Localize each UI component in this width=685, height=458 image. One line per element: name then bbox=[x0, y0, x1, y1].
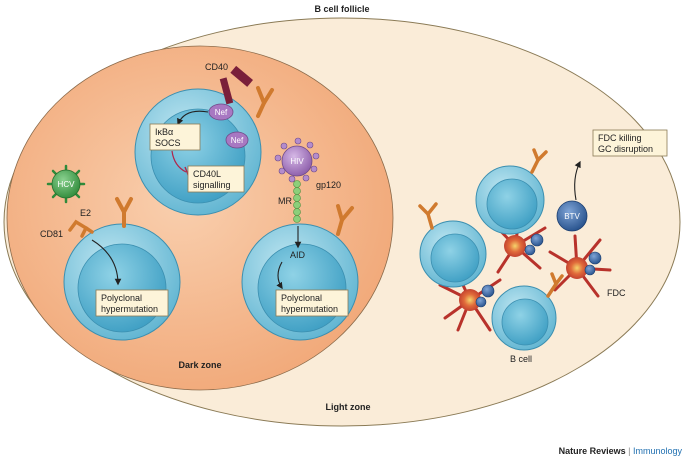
bcr-hcv-cell bbox=[115, 197, 133, 228]
mannose-receptor bbox=[293, 180, 301, 223]
hcv-label: HCV bbox=[58, 180, 76, 189]
nef-arrow bbox=[177, 110, 209, 126]
inhibition-line bbox=[171, 150, 187, 173]
ikba-socs-box bbox=[149, 123, 201, 151]
hcv-box-line1: Polyclonal bbox=[101, 293, 142, 303]
nef-label-2: Nef bbox=[231, 136, 244, 145]
cd40-b-cell bbox=[134, 88, 262, 216]
fdc-killing-line1: FDC killing bbox=[598, 133, 642, 143]
hcv-signal-arrow bbox=[91, 239, 122, 286]
btv-arrow bbox=[574, 160, 581, 201]
hiv-label: HIV bbox=[290, 157, 304, 166]
gp120-label: gp120 bbox=[316, 180, 341, 190]
btv-virus bbox=[556, 200, 588, 232]
btv-label: BTV bbox=[564, 212, 580, 221]
nef-protein-2 bbox=[225, 131, 249, 149]
hiv-b-cell bbox=[241, 223, 359, 341]
b-cell-cluster bbox=[419, 165, 557, 351]
hiv-box-line1: Polyclonal bbox=[281, 293, 322, 303]
aid-arrow bbox=[276, 261, 283, 290]
ikba-label: IκBα bbox=[155, 127, 173, 137]
cd40l-label: CD40L bbox=[193, 169, 221, 179]
fdc-killing-box bbox=[592, 129, 668, 157]
hcv-b-cell bbox=[63, 223, 181, 341]
cd40-label: CD40 bbox=[205, 62, 228, 72]
bcr-hiv-cell bbox=[336, 204, 354, 236]
hcv-virus bbox=[46, 164, 86, 204]
e2-label: E2 bbox=[80, 208, 91, 218]
fdc-cells bbox=[459, 235, 588, 311]
follicle-title: B cell follicle bbox=[314, 4, 369, 14]
hcv-hypermutation-box bbox=[95, 289, 169, 317]
socs-label: SOCS bbox=[155, 138, 181, 148]
light-zone-label: Light zone bbox=[326, 402, 371, 412]
journal-credit: Nature Reviews | Immunology bbox=[559, 446, 683, 456]
dark-zone-label: Dark zone bbox=[178, 360, 221, 370]
cd40-receptor bbox=[219, 65, 253, 105]
hiv-hypermutation-box bbox=[275, 289, 349, 317]
fdc-label: FDC bbox=[607, 288, 626, 298]
signalling-label: signalling bbox=[193, 180, 231, 190]
hiv-box-line2: hypermutation bbox=[281, 304, 338, 314]
hcv-box-line2: hypermutation bbox=[101, 304, 158, 314]
nef-label-1: Nef bbox=[215, 108, 228, 117]
fdc-killing-line2: GC disruption bbox=[598, 144, 653, 154]
mr-label: MR bbox=[278, 196, 292, 206]
bcr-light-zone bbox=[418, 148, 564, 298]
cd81-label: CD81 bbox=[40, 229, 63, 239]
b-cell-label: B cell bbox=[510, 354, 532, 364]
btv-particles-small bbox=[475, 233, 602, 308]
hiv-virus bbox=[274, 137, 320, 183]
aid-label: AID bbox=[290, 250, 306, 260]
cd81-receptor bbox=[68, 219, 94, 238]
cd40l-box bbox=[187, 165, 245, 193]
nef-protein-1 bbox=[208, 103, 234, 121]
bcr-top bbox=[256, 86, 274, 118]
